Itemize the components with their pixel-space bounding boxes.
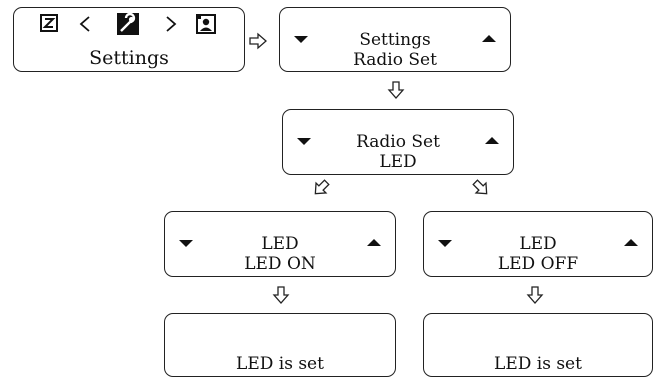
wrench-icon [117, 12, 139, 39]
lcd-screen-radio-set-led: Radio Set LED [282, 109, 514, 175]
contact-card-icon [196, 14, 216, 38]
triangle-up-icon[interactable] [367, 239, 381, 246]
screen-line-1: Radio Set [356, 132, 440, 152]
triangle-down-icon[interactable] [179, 240, 193, 247]
triangle-down-icon[interactable] [438, 240, 452, 247]
settings-menu-screen: Settings [13, 7, 245, 72]
triangle-down-icon[interactable] [297, 138, 311, 145]
screen-line-2: Radio Set [353, 50, 437, 70]
triangle-up-icon[interactable] [482, 35, 496, 42]
lcd-screen-led-set-on: LED is set [164, 313, 396, 377]
screen-line-2: LED ON [244, 254, 316, 274]
chevron-left-icon[interactable] [78, 14, 92, 38]
flow-arrow-down [527, 286, 543, 304]
screen-line-1: LED [261, 234, 299, 254]
screen-line-1: Settings [359, 30, 431, 50]
screen-line-2: LED [379, 152, 417, 172]
lcd-screen-settings-radio-set: Settings Radio Set [279, 7, 511, 72]
z-logo-icon [40, 14, 58, 36]
flow-arrow-right [249, 33, 267, 49]
confirmation-text: LED is set [236, 354, 324, 374]
icon-bar [14, 12, 244, 39]
chevron-right-icon[interactable] [164, 14, 178, 38]
screen-line-2: LED OFF [497, 254, 579, 274]
triangle-up-icon[interactable] [624, 239, 638, 246]
flow-arrow-down [388, 81, 404, 99]
lcd-screen-led-on: LED LED ON [164, 211, 396, 277]
flow-arrow-down-right [469, 176, 493, 200]
triangle-up-icon[interactable] [485, 137, 499, 144]
screen-line-1: LED [519, 234, 557, 254]
lcd-screen-led-off: LED LED OFF [423, 211, 653, 277]
triangle-down-icon[interactable] [294, 36, 308, 43]
confirmation-text: LED is set [494, 354, 582, 374]
screen-title: Settings [89, 47, 169, 69]
flow-arrow-down-left [309, 176, 333, 200]
lcd-screen-led-set-off: LED is set [423, 313, 653, 377]
flow-arrow-down [273, 286, 289, 304]
